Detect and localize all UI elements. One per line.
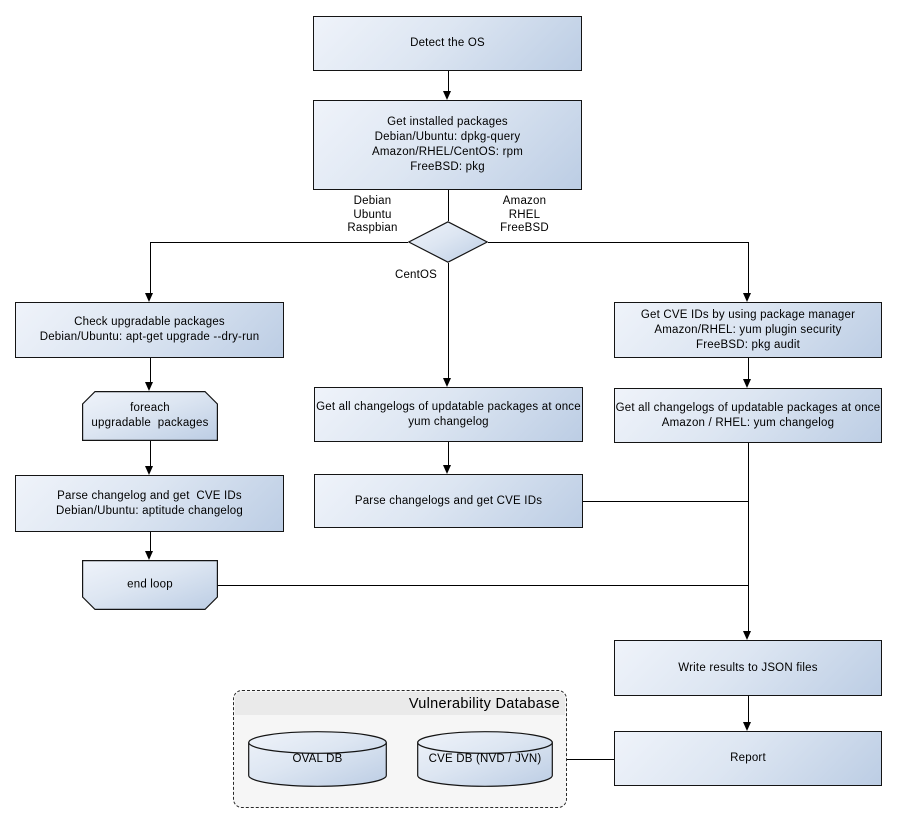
write-results-label: Write results to JSON files xyxy=(678,661,818,674)
edge-label-amazon-branch: Amazon RHEL FreeBSD xyxy=(500,195,549,234)
edge-label-centos-branch: CentOS xyxy=(394,269,438,281)
get-changelogs-centos-node: Get all changelogs of updatable packages… xyxy=(314,387,583,442)
report-node: Report xyxy=(614,731,882,786)
get-installed-packages-label: Get installed packages Debian/Ubuntu: dp… xyxy=(372,116,523,173)
parse-changelog-debian-label: Parse changelog and get CVE IDs Debian/U… xyxy=(56,489,243,517)
foreach-loop-node: foreach upgradable packages xyxy=(82,391,218,441)
write-results-node: Write results to JSON files xyxy=(614,640,882,696)
vulnerability-database-title: Vulnerability Database xyxy=(235,692,565,715)
detect-os-node: Detect the OS xyxy=(313,16,582,71)
get-changelogs-centos-label: Get all changelogs of updatable packages… xyxy=(316,400,581,428)
get-changelogs-amazon-node: Get all changelogs of updatable packages… xyxy=(614,388,882,443)
check-upgradable-label: Check upgradable packages Debian/Ubuntu:… xyxy=(39,316,260,343)
parse-changelog-debian-node: Parse changelog and get CVE IDs Debian/U… xyxy=(15,475,284,532)
parse-changelogs-centos-node: Parse changelogs and get CVE IDs xyxy=(314,474,583,528)
vulnerability-database-panel: Vulnerability Database xyxy=(233,690,567,808)
oval-db-cylinder: OVAL DB xyxy=(248,731,387,787)
parse-changelogs-centos-label: Parse changelogs and get CVE IDs xyxy=(354,494,543,507)
check-upgradable-node: Check upgradable packages Debian/Ubuntu:… xyxy=(15,302,284,358)
foreach-loop-label: foreach upgradable packages xyxy=(91,402,209,429)
get-cve-ids-package-manager-label: Get CVE IDs by using package manager Ama… xyxy=(640,308,856,351)
end-loop-label: end loop xyxy=(127,578,173,591)
edge-label-debian-branch: Debian Ubuntu Raspbian xyxy=(347,195,398,234)
get-changelogs-amazon-label: Get all changelogs of updatable packages… xyxy=(615,401,881,429)
cve-db-label: CVE DB (NVD / JVN) xyxy=(428,753,542,765)
oval-db-label: OVAL DB xyxy=(292,753,343,765)
detect-os-label: Detect the OS xyxy=(410,37,485,49)
end-loop-node: end loop xyxy=(82,560,218,610)
cve-db-cylinder: CVE DB (NVD / JVN) xyxy=(417,731,553,787)
report-label: Report xyxy=(730,752,766,764)
get-installed-packages-node: Get installed packages Debian/Ubuntu: dp… xyxy=(313,100,582,190)
os-decision-diamond xyxy=(408,221,488,263)
get-cve-ids-package-manager-node: Get CVE IDs by using package manager Ama… xyxy=(614,302,882,358)
